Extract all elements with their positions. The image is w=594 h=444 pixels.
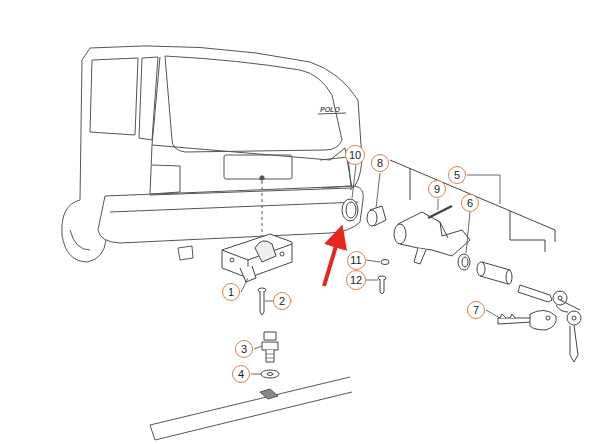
callout-text: 5 — [454, 170, 460, 181]
callout-number: 5 — [448, 166, 466, 184]
mount-line — [262, 181, 263, 236]
seal-ring — [342, 199, 358, 221]
bolt — [262, 332, 278, 362]
callout-text: 11 — [350, 255, 361, 266]
callout-text: 2 — [279, 296, 285, 307]
callout-text: 1 — [228, 287, 234, 298]
callout-text: 8 — [377, 158, 383, 169]
callout-number: 2 — [273, 292, 291, 310]
callout-number: 4 — [232, 365, 250, 383]
tailgate-panel — [150, 377, 352, 440]
cylinder-ring — [458, 254, 470, 270]
bushing — [367, 206, 386, 226]
callout-number: 8 — [371, 154, 389, 172]
callout-text: 3 — [241, 344, 247, 355]
callout-number: 6 — [461, 194, 479, 212]
callout-text: 4 — [238, 369, 244, 380]
callout-text: 10 — [349, 150, 361, 161]
washer — [261, 370, 279, 378]
screw — [258, 288, 266, 315]
pin — [428, 206, 452, 218]
lock-cylinder — [477, 262, 512, 284]
leader-lines — [241, 165, 500, 374]
badge-text: POLO — [320, 106, 340, 113]
highlight-arrow — [324, 236, 339, 286]
callout-number: 12 — [346, 270, 366, 290]
lock-mechanism — [222, 234, 292, 282]
car-outline — [62, 46, 364, 262]
callout-number: 9 — [428, 180, 446, 198]
callout-number: 7 — [467, 301, 485, 319]
callout-number: 3 — [235, 340, 253, 358]
callout-text: 6 — [467, 198, 473, 209]
key-set — [518, 285, 581, 362]
callout-number: 11 — [347, 251, 366, 270]
lock-housing — [394, 212, 470, 264]
callout-text: 7 — [473, 305, 479, 316]
small-fasteners — [378, 260, 389, 295]
callout-text: 12 — [350, 275, 362, 286]
callout-number: 10 — [345, 145, 365, 165]
key — [498, 310, 556, 330]
callout-text: 9 — [434, 184, 440, 195]
callout-number: 1 — [222, 283, 240, 301]
